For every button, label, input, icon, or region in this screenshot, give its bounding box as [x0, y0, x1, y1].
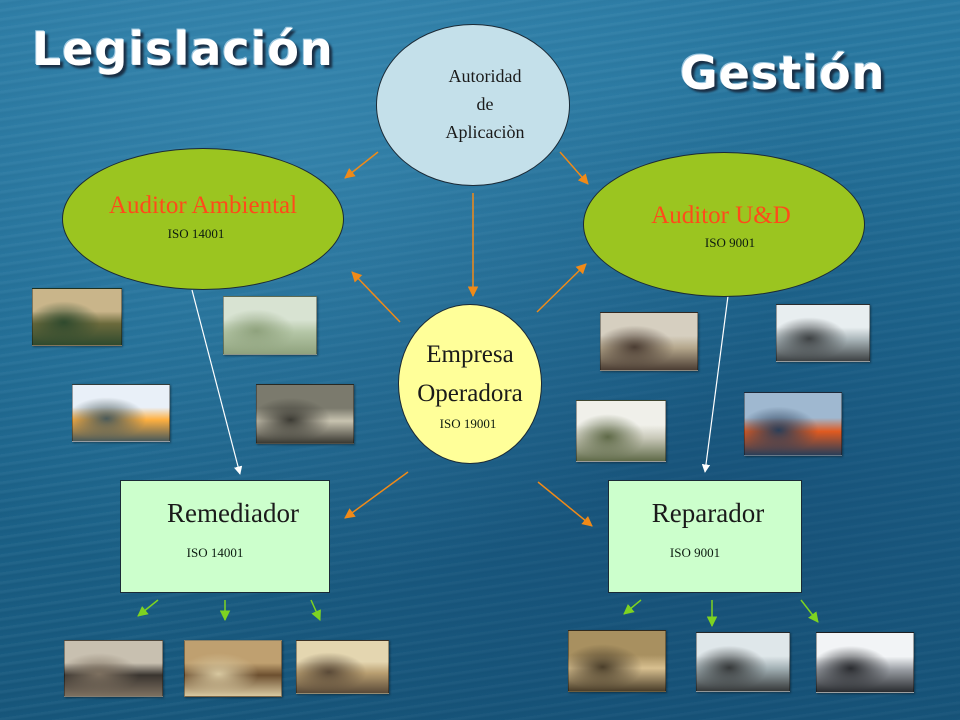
arrow-empresa-remediador: [344, 471, 409, 519]
remediador-box: Remediador ISO 14001: [120, 480, 330, 593]
reparador-box: Reparador ISO 9001: [608, 480, 802, 593]
title-gestion: Gestión: [680, 46, 886, 100]
photo-excavation: [184, 640, 282, 697]
arrow-autoridad-auditor-ud: [559, 151, 589, 185]
arrow-autoridad-auditor-ambiental: [344, 151, 379, 179]
empresa-operadora-node: Empresa Operadora ISO 19001: [398, 304, 542, 464]
arrow-remediador-photo-3: [310, 599, 321, 621]
photo-pump-jack: [600, 312, 698, 371]
empresa-line-2: Operadora: [417, 380, 523, 407]
photo-refinery: [576, 400, 666, 462]
auditor-ambiental-label: Auditor Ambiental: [108, 192, 298, 220]
arrow-auditor-ud-reparador: [701, 295, 729, 473]
photo-desert-machine: [296, 640, 389, 694]
auditor-ambiental-iso: ISO 14001: [167, 225, 225, 241]
photo-offshore-rig: [744, 392, 842, 456]
photo-pipe-discharge: [696, 632, 790, 692]
auditor-ambiental-node: Auditor Ambiental ISO 14001: [62, 148, 344, 290]
empresa-line-1: Empresa: [426, 341, 514, 369]
remediador-iso: ISO 14001: [186, 544, 244, 560]
autoridad-line-3: Aplicaciòn: [445, 121, 525, 142]
photo-pipe-outlet: [776, 304, 870, 362]
arrow-reparador-photo-1: [623, 599, 642, 615]
auditor-ud-iso: ISO 9001: [704, 235, 756, 251]
photo-smoke-stacks: [816, 632, 914, 693]
auditor-ud-node: Auditor U&D ISO 9001: [583, 152, 865, 297]
arrow-remediador-photo-1: [137, 599, 159, 617]
autoridad-node: Autoridad de Aplicaciòn: [376, 24, 570, 186]
photo-pipe-spill: [256, 384, 354, 444]
photo-pipe-workers: [568, 630, 666, 692]
arrow-auditor-ambiental-remediador: [191, 289, 243, 475]
autoridad-line-1: Autoridad: [448, 66, 522, 87]
photo-flat-terrain: [223, 296, 317, 355]
empresa-iso: ISO 19001: [439, 415, 497, 431]
arrow-empresa-auditor-ud: [536, 263, 587, 313]
remediador-label: Remediador: [167, 498, 299, 528]
reparador-iso: ISO 9001: [669, 544, 721, 560]
title-legislacion: Legislación: [32, 22, 334, 76]
photo-gas-flares: [72, 384, 170, 442]
arrow-empresa-reparador: [537, 481, 593, 527]
auditor-ud-label: Auditor U&D: [651, 201, 791, 229]
photo-oil-channel: [32, 288, 122, 346]
arrow-empresa-auditor-ambiental: [351, 271, 401, 323]
autoridad-line-2: de: [476, 94, 494, 115]
arrow-reparador-photo-3: [800, 599, 819, 623]
photo-oiled-bird: [64, 640, 163, 697]
reparador-label: Reparador: [651, 498, 765, 528]
